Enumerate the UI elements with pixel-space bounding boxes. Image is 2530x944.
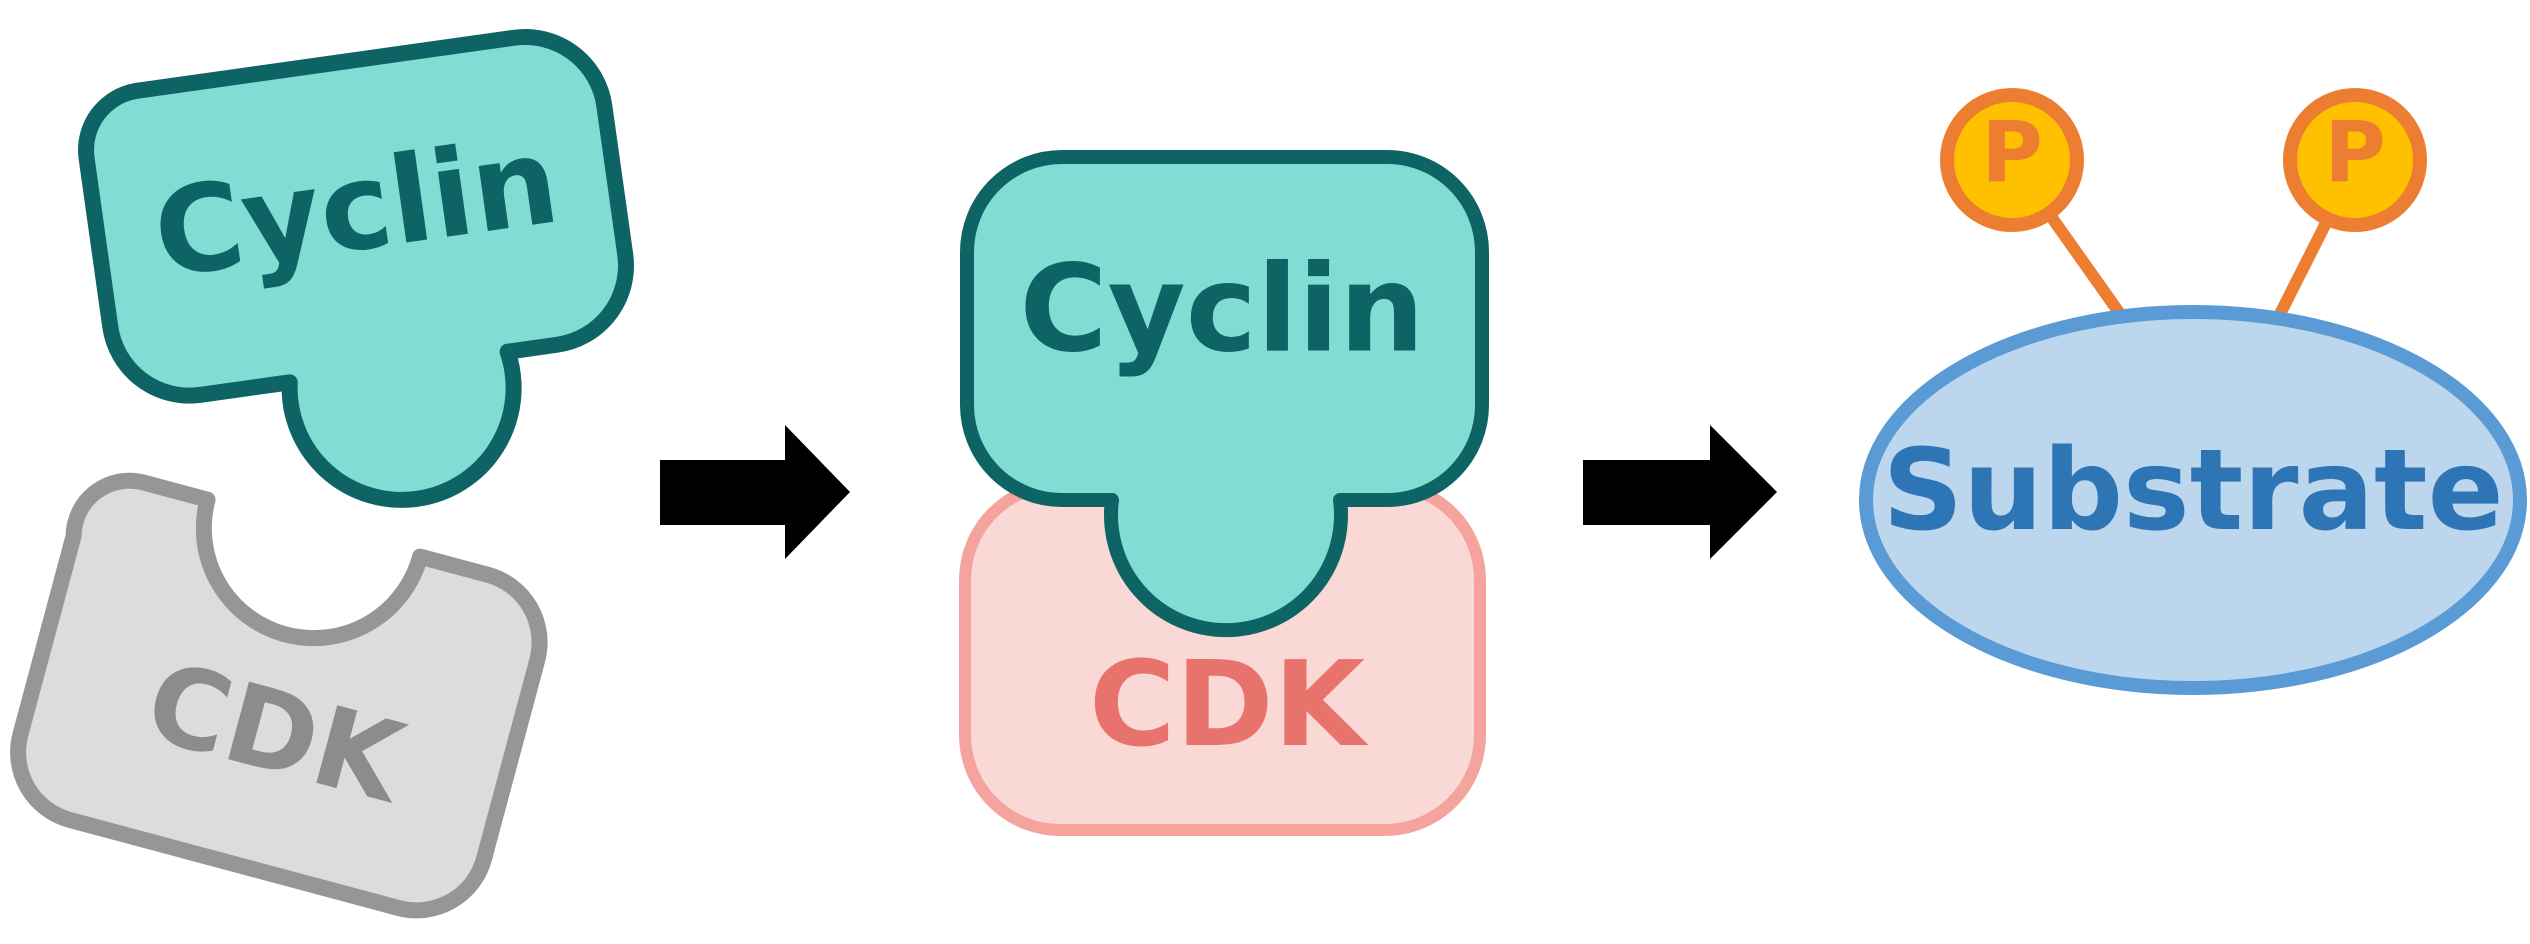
arrow-right-1 — [660, 425, 850, 559]
cyclin-free: Cyclin — [78, 29, 634, 508]
phosphate-right-circle — [2283, 88, 2427, 232]
cdk-inactive: CDK — [10, 472, 548, 919]
stage-2-complex: CDK Cyclin — [959, 150, 1489, 836]
substrate-shape — [1859, 305, 2527, 695]
phosphate-left-label: P — [1981, 103, 2043, 201]
substrate: Substrate — [1859, 305, 2527, 695]
cyclin-bound-shape — [960, 150, 1489, 638]
cyclin-bound-label: Cyclin — [1019, 241, 1424, 380]
phosphate-linker-right — [2266, 209, 2336, 336]
cyclin-free-shape — [78, 29, 634, 508]
substrate-label: Substrate — [1882, 426, 2503, 556]
cdk-inactive-shape — [10, 472, 548, 919]
phosphate-right-label: P — [2324, 103, 2386, 201]
stage-3-phosphorylation: Substrate P P — [1859, 88, 2527, 695]
cyclin-bound: Cyclin — [960, 150, 1489, 638]
cdk-active-label: CDK — [1089, 635, 1370, 773]
stage-1-inactive: CDK Cyclin — [10, 29, 634, 919]
arrow-right-2 — [1583, 425, 1777, 559]
phosphate-left-circle — [1940, 88, 2084, 232]
phosphate-right: P — [2283, 88, 2427, 232]
phosphate-left: P — [1940, 88, 2084, 232]
